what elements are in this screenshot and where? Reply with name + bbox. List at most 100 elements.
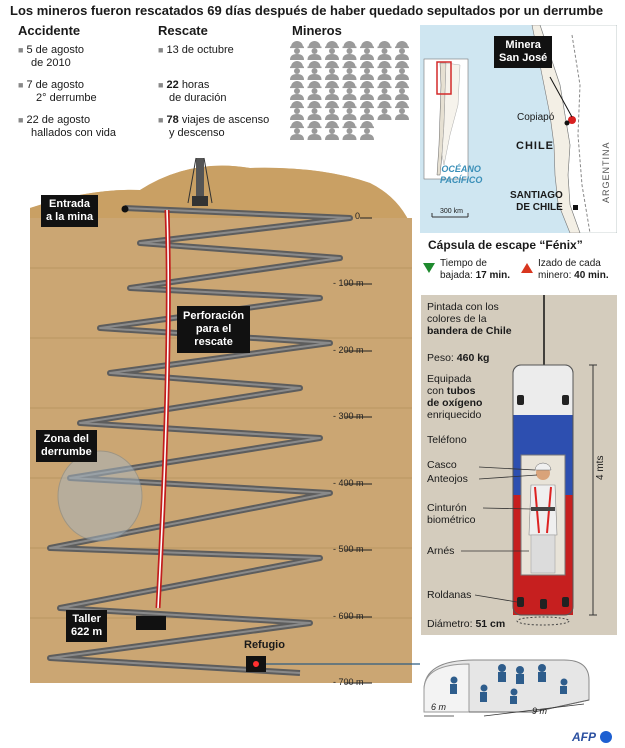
- workshop-marker: [136, 616, 166, 630]
- descent-time: Tiempo de bajada: 17 min.: [440, 258, 510, 282]
- miner-icon: [342, 121, 357, 140]
- mine-name-line2: San José: [499, 52, 548, 64]
- diameter-note: Diámetro: 51 cm: [427, 618, 505, 630]
- ascent-time-label2: minero:: [538, 270, 572, 281]
- rescate-item-1: ■ 13 de octubre: [158, 44, 234, 56]
- equipment-line4: enriquecido: [427, 409, 482, 421]
- workshop-line1: Taller: [72, 613, 101, 625]
- ascent-time-label1: Izado de cada: [538, 258, 601, 269]
- mine-name-label: Minera San José: [494, 36, 553, 68]
- belt-line2: biométrico: [427, 514, 476, 526]
- drill-rig-icon: [187, 157, 213, 206]
- miner-icon: [360, 41, 374, 60]
- accidente-item-3-line1: 22 de agosto: [26, 114, 91, 126]
- rescate-item-2-line2: de duración: [169, 92, 227, 104]
- capsule-title: Cápsula de escape “Fénix”: [428, 238, 583, 252]
- accidente-item-2-line1: 7 de agosto: [26, 79, 85, 91]
- miner-icon: [325, 41, 339, 60]
- santiago-marker: [573, 205, 578, 210]
- ocean-label: OCÉANO PACÍFICO: [440, 164, 482, 186]
- drilling-line1: Perforación: [183, 310, 245, 322]
- descent-time-label2: bajada:: [440, 270, 473, 281]
- ascent-time: Izado de cada minero: 40 min.: [538, 258, 609, 282]
- miner-icon: [395, 81, 409, 100]
- descent-triangle-icon: [423, 263, 435, 273]
- miner-icon: [307, 61, 322, 80]
- miner-icon: [342, 61, 357, 80]
- refuge-label: Refugio: [244, 639, 285, 651]
- ascent-time-value: 40 min.: [574, 270, 609, 281]
- afp-credit: AFP: [572, 730, 596, 744]
- belt-line1: Cinturón: [427, 502, 467, 514]
- rescate-item-3-line2: y descenso: [169, 127, 225, 139]
- paint-note-line1: Pintada con los: [427, 301, 499, 313]
- rescate-heading: Rescate: [158, 23, 208, 38]
- depth-label-600: - 600 m: [333, 611, 364, 621]
- santiago-label: SANTIAGO DE CHILE: [510, 190, 563, 214]
- miner-icon: [377, 101, 392, 120]
- miner-icon: [325, 61, 339, 80]
- miner-icon: [325, 101, 339, 120]
- refuge-width-label: 6 m: [431, 702, 447, 712]
- rescate-item-1-text: 13 de octubre: [166, 44, 234, 56]
- accidente-heading: Accidente: [18, 23, 81, 38]
- diameter-label: Diámetro:: [427, 618, 473, 630]
- drilling-line2: para el: [195, 323, 232, 335]
- depth-label-700: - 700 m: [333, 677, 364, 687]
- equipment-line1: Equipada: [427, 373, 472, 385]
- entrance-label: Entrada a la mina: [41, 195, 99, 227]
- mine-name-line1: Minera: [505, 39, 541, 51]
- accidente-item-1-line1: 5 de agosto: [26, 44, 85, 56]
- infographic-title: Los mineros fueron rescatados 69 días de…: [10, 3, 604, 18]
- descent-time-label1: Tiempo de: [440, 258, 487, 269]
- entrance-line1: Entrada: [49, 198, 91, 210]
- copiapo-marker: [564, 120, 570, 126]
- ocean-line1: OCÉANO: [441, 164, 481, 174]
- workshop-line2: 622 m: [71, 626, 103, 638]
- map-inset-highlight: [436, 61, 452, 95]
- miner-icon: [395, 101, 409, 120]
- mine-location-marker: [568, 116, 576, 124]
- santiago-line1: SANTIAGO: [510, 190, 563, 201]
- capsule-illustration: [421, 295, 617, 635]
- afp-logo-icon: [600, 731, 612, 743]
- miner-icon: [307, 41, 322, 60]
- argentina-label: ARGENTINA: [601, 141, 611, 203]
- pulleys-note: Roldanas: [427, 589, 472, 601]
- collapse-zone-line2: derrumbe: [41, 446, 92, 458]
- ocean-line2: PACÍFICO: [440, 175, 483, 185]
- mineros-heading: Mineros: [292, 23, 342, 38]
- diameter-value: 51 cm: [475, 618, 506, 630]
- chile-label: CHILE: [516, 140, 554, 152]
- helmet-note: Casco: [427, 459, 457, 471]
- miner-icon: [360, 81, 374, 100]
- rescate-item-2: ■ 22 horas de duración: [158, 79, 227, 104]
- miner-icon: [290, 121, 304, 140]
- equipment-line3: de oxígeno: [427, 397, 483, 409]
- miner-icon: [290, 101, 304, 120]
- miner-icon: [307, 101, 322, 120]
- map-scale-label: 300 km: [440, 208, 463, 215]
- weight-label: Peso:: [427, 352, 454, 364]
- accidente-item-2: ■ 7 de agosto 2° derrumbe: [18, 79, 97, 104]
- collapse-zone: [57, 450, 143, 542]
- miner-icon: [360, 101, 374, 120]
- refuge-length-label: 9 m: [532, 706, 548, 716]
- mine-cross-section: [30, 157, 420, 684]
- equipment-note: Equipada con tubos de oxígeno enriquecid…: [427, 373, 482, 421]
- drilling-line3: rescate: [194, 336, 233, 348]
- equipment-line2a: con: [427, 385, 444, 397]
- mine-entrance-marker: [121, 205, 129, 213]
- miner-icon: [377, 61, 392, 80]
- collapse-zone-label: Zona del derrumbe: [36, 430, 97, 462]
- miner-icon: [360, 61, 374, 80]
- accidente-item-1: ■ 5 de agosto de 2010: [18, 44, 85, 69]
- miner-icon: [360, 121, 374, 140]
- phone-note: Teléfono: [427, 434, 467, 446]
- accidente-item-3-line2: hallados con vida: [31, 127, 117, 139]
- weight-note: Peso: 460 kg: [427, 352, 489, 364]
- miner-icon: [342, 41, 357, 60]
- rescate-item-3-num: 78: [166, 114, 179, 126]
- miner-icon: [395, 61, 409, 80]
- capsule-height-label: 4 mts: [595, 455, 606, 480]
